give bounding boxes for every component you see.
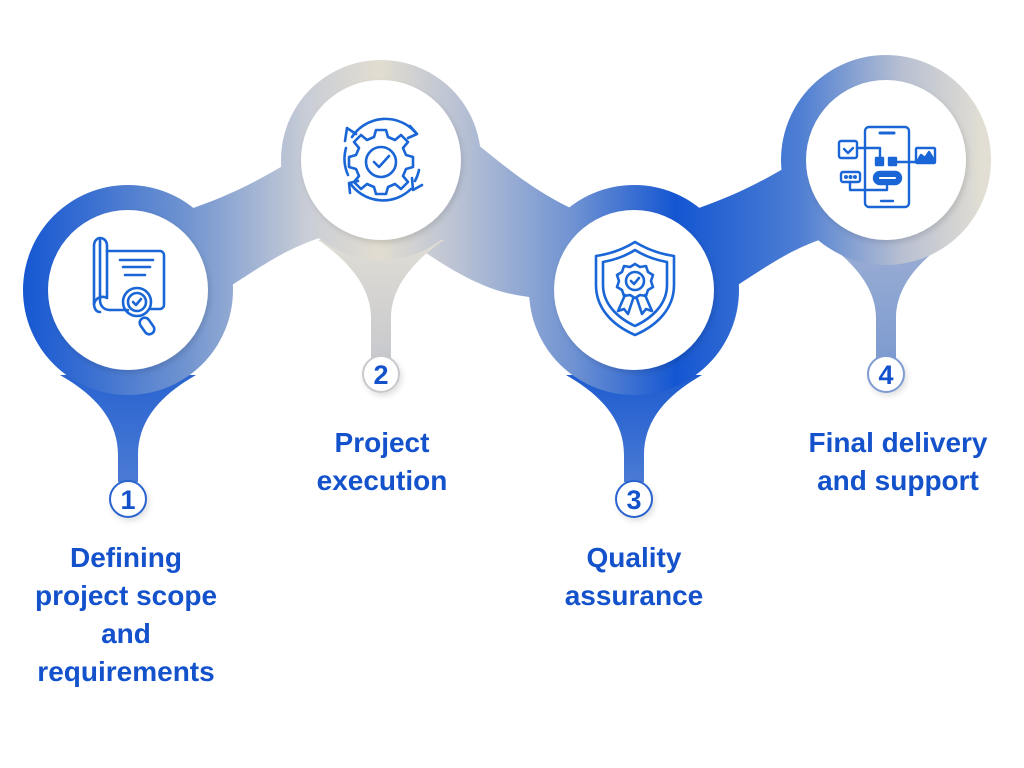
- band-shape: [128, 100, 886, 350]
- inner-circle-step-4: [806, 80, 966, 240]
- badge-step-3: 3: [615, 480, 653, 518]
- step-label-1: Defining project scope and requirements: [34, 542, 218, 687]
- drip-step-3: [566, 375, 702, 482]
- badge-step-1: 1: [109, 480, 147, 518]
- badge-step-4: 4: [867, 355, 905, 393]
- step-label-2: Project execution: [316, 427, 448, 496]
- drips: [60, 240, 950, 482]
- mobile-app-wireframe-icon: [837, 125, 937, 209]
- inner-circle-step-2: [301, 80, 461, 240]
- drip-step-2: [318, 240, 444, 358]
- drip-step-1: [60, 375, 196, 482]
- shield-award-badge-icon: [594, 240, 676, 337]
- badge-step-2: 2: [362, 355, 400, 393]
- connector-band: [128, 100, 886, 350]
- badge-number-3: 3: [626, 485, 641, 515]
- step-label-3: Quality assurance: [564, 542, 704, 611]
- drip-step-4: [822, 240, 950, 358]
- badge-number-2: 2: [373, 360, 388, 390]
- badge-number-4: 4: [878, 360, 893, 390]
- gear-cycle-check-icon: [343, 117, 424, 202]
- document-search-check-icon: [92, 236, 166, 336]
- badge-number-1: 1: [120, 485, 135, 515]
- step-label-4: Final delivery and support: [808, 427, 988, 496]
